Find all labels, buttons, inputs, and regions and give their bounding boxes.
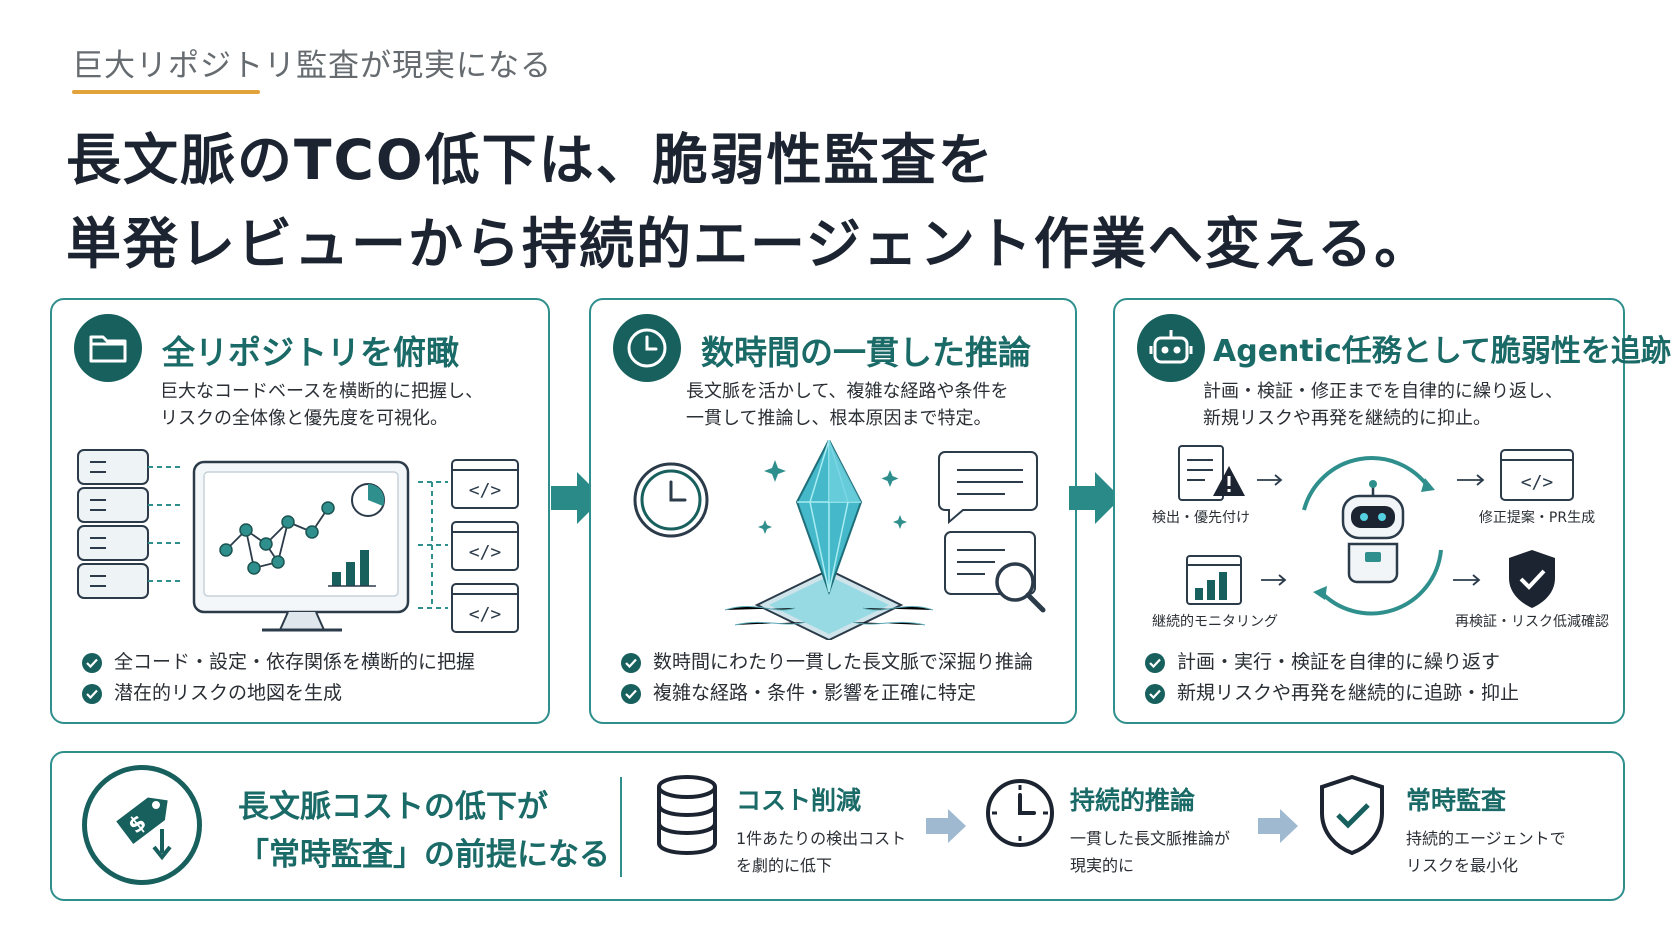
banner-title: 長文脈コストの低下が 「常時監査」の前提になる <box>238 789 610 873</box>
check-icon <box>82 683 102 704</box>
cycle-label-verify: 再検証・リスク低減確認 <box>1455 613 1609 630</box>
summary-banner: $ 長文脈コストの低下が 「常時監査」の前提になる コスト削減 1件あたりの検出… <box>50 751 1625 901</box>
kicker-text: 巨大リポジトリ監査が現実になる <box>72 48 552 84</box>
check-icon <box>1145 652 1165 673</box>
shield-check-icon <box>1509 550 1555 608</box>
step-description: 一貫した長文脈推論が現実的に <box>1070 829 1231 875</box>
step-description: 1件あたりの検出コストを劇的に低下 <box>736 829 907 875</box>
panel-long-reasoning: 数時間の一貫した推論 長文脈を活かして、複雑な経路や条件を 一貫して推論し、根本… <box>589 298 1077 724</box>
divider <box>620 777 622 877</box>
shield-check-icon <box>1320 774 1384 856</box>
panel-description: 長文脈を活かして、複雑な経路や条件を 一貫して推論し、根本原因まで特定。 <box>686 381 1009 429</box>
agent-cycle-illustration: 検出・優先付け </> 修正提案・PR生成 継続的モニタリング 再検証・リスク低… <box>1152 445 1609 630</box>
document-search-icon <box>944 531 1046 613</box>
check-icon <box>1145 683 1165 704</box>
folder-icon <box>74 314 142 382</box>
bullet-list: 全コード・設定・依存関係を横断的に把握 潜在的リスクの地図を生成 <box>82 647 475 709</box>
headline-line-1: 長文脈のTCO低下は、脆弱性監査を <box>66 128 995 192</box>
monitor-icon <box>192 460 410 632</box>
list-item: 数時間にわたり一貫した長文脈で深掘り推論 <box>621 647 1033 678</box>
step-title: コスト削減 <box>736 786 862 815</box>
clock-icon <box>986 779 1054 847</box>
panel-description: 計画・検証・修正までを自律的に繰り返し、 新規リスクや再発を継続的に抑止。 <box>1203 381 1563 429</box>
headline-line-2: 単発レビューから持続的エージェント作業へ変える。 <box>66 212 1432 276</box>
clock-icon <box>633 462 709 538</box>
panel-repository-overview: 全リポジトリを俯瞰 巨大なコードベースを横断的に把握し、 リスクの全体像と優先度… <box>50 298 550 724</box>
step-continuous-audit: 常時監査 持続的エージェントでリスクを最小化 <box>1316 773 1566 875</box>
check-icon <box>621 652 641 673</box>
bullet-list: 数時間にわたり一貫した長文脈で深掘り推論 複雑な経路・条件・影響を正確に特定 <box>621 647 1033 709</box>
code-window-icon: </> <box>1500 449 1574 501</box>
step-title: 持続的推論 <box>1070 786 1196 815</box>
step-title: 常時監査 <box>1406 786 1507 815</box>
panel-agentic-tracking: Agentic任務として脆弱性を追跡 計画・検証・修正までを自律的に繰り返し、 … <box>1113 298 1671 724</box>
headline: 長文脈のTCO低下は、脆弱性監査を 単発レビューから持続的エージェント作業へ変え… <box>66 118 1431 286</box>
list-item: 複雑な経路・条件・影響を正確に特定 <box>621 678 1033 709</box>
bar-chart-window-icon <box>1186 555 1242 605</box>
svg-text:</>: </> <box>469 604 502 625</box>
chat-bubble-icon <box>938 451 1038 525</box>
svg-text:</>: </> <box>1521 472 1554 493</box>
cycle-label-monitor: 継続的モニタリング <box>1152 613 1278 630</box>
list-item: 新規リスクや再発を継続的に追跡・抑止 <box>1145 678 1519 709</box>
step-cost-reduction: コスト削減 1件あたりの検出コストを劇的に低下 <box>652 773 906 875</box>
step-sustained-reasoning: 持続的推論 一貫した長文脈推論が現実的に <box>982 773 1230 875</box>
step-arrow-icon <box>926 809 966 843</box>
panel-title: 全リポジトリを俯瞰 <box>162 333 459 372</box>
kicker-underline <box>72 90 260 94</box>
cycle-label-detect: 検出・優先付け <box>1152 510 1250 526</box>
list-item: 計画・実行・検証を自律的に繰り返す <box>1145 647 1519 678</box>
cycle-label-fix: 修正提案・PR生成 <box>1479 509 1595 526</box>
server-stack-icon <box>77 449 149 599</box>
code-window-icon <box>451 459 519 633</box>
bullet-list: 計画・実行・検証を自律的に繰り返す 新規リスクや再発を継続的に追跡・抑止 <box>1145 647 1519 709</box>
sparkle-icon <box>758 460 907 534</box>
alert-document-icon <box>1178 445 1245 501</box>
panel-title: 数時間の一貫した推論 <box>701 333 1031 372</box>
price-tag-down-icon: $ <box>82 765 202 885</box>
step-description: 持続的エージェントでリスクを最小化 <box>1406 829 1566 875</box>
robot-icon <box>1341 480 1405 584</box>
step-arrow-icon <box>1258 809 1298 843</box>
crystal-chip-icon <box>724 440 934 640</box>
repository-overview-illustration: </> </> </> <box>77 449 519 633</box>
svg-text:</>: </> <box>469 480 502 501</box>
panel-title: Agentic任務として脆弱性を追跡 <box>1213 334 1671 369</box>
svg-text:</>: </> <box>469 542 502 563</box>
flow-arrow-icon <box>1069 472 1121 524</box>
clock-icon <box>613 314 681 382</box>
database-icon <box>657 775 717 856</box>
robot-icon <box>1137 314 1205 382</box>
check-icon <box>621 683 641 704</box>
check-icon <box>82 652 102 673</box>
cycle-ring-icon <box>1302 456 1443 616</box>
list-item: 全コード・設定・依存関係を横断的に把握 <box>82 647 475 678</box>
reasoning-illustration <box>633 440 1046 640</box>
panel-description: 巨大なコードベースを横断的に把握し、 リスクの全体像と優先度を可視化。 <box>160 381 484 429</box>
list-item: 潜在的リスクの地図を生成 <box>82 678 475 709</box>
